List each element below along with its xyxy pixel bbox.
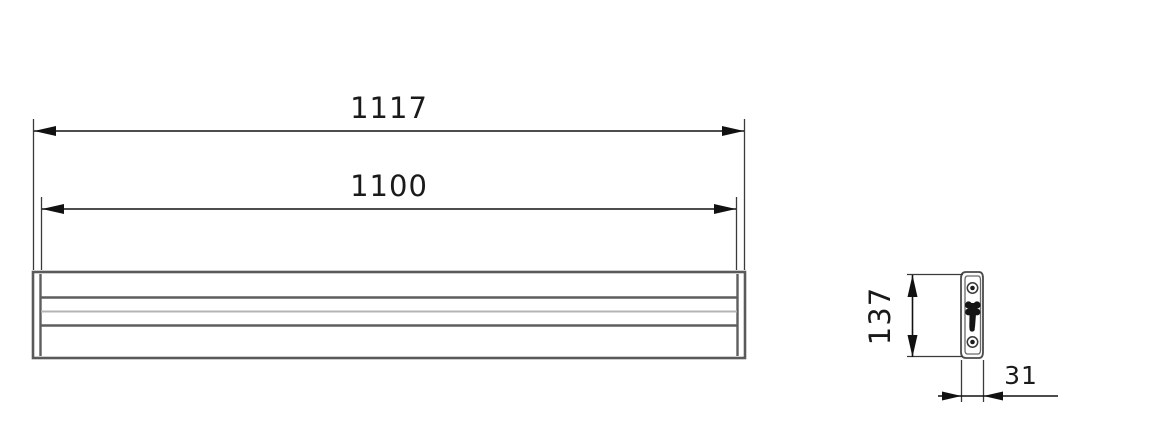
dimension-1100: 1100 [40, 169, 738, 270]
dim-31-arrow-left [942, 391, 962, 401]
dim-1117-label: 1117 [350, 91, 428, 125]
bracket-keyhole-slot [964, 301, 981, 332]
dimension-137: 137 [863, 273, 963, 358]
dim-137-arrow-top [907, 275, 918, 297]
dim-1100-arrow-left [42, 204, 64, 214]
dim-31-arrow-right [983, 391, 1003, 401]
dim-137-arrow-bottom [907, 335, 918, 357]
rail-outer-outline [31, 270, 747, 360]
bracket-fixing-hole-top-core [970, 285, 975, 291]
dim-1100-arrow-right [714, 204, 736, 214]
dim-137-label: 137 [863, 287, 897, 345]
dim-1117-arrow-right [722, 126, 744, 136]
dim-31-label: 31 [1004, 361, 1038, 390]
dim-1117-arrow-left [34, 126, 56, 136]
dimension-1117: 1117 [32, 91, 746, 270]
dim-1100-label: 1100 [350, 169, 428, 203]
bracket-side-detail [960, 271, 984, 359]
front-view-rail [31, 270, 747, 360]
dimension-31: 31 [938, 360, 1058, 402]
bracket-fixing-hole-bottom-core [970, 339, 975, 345]
